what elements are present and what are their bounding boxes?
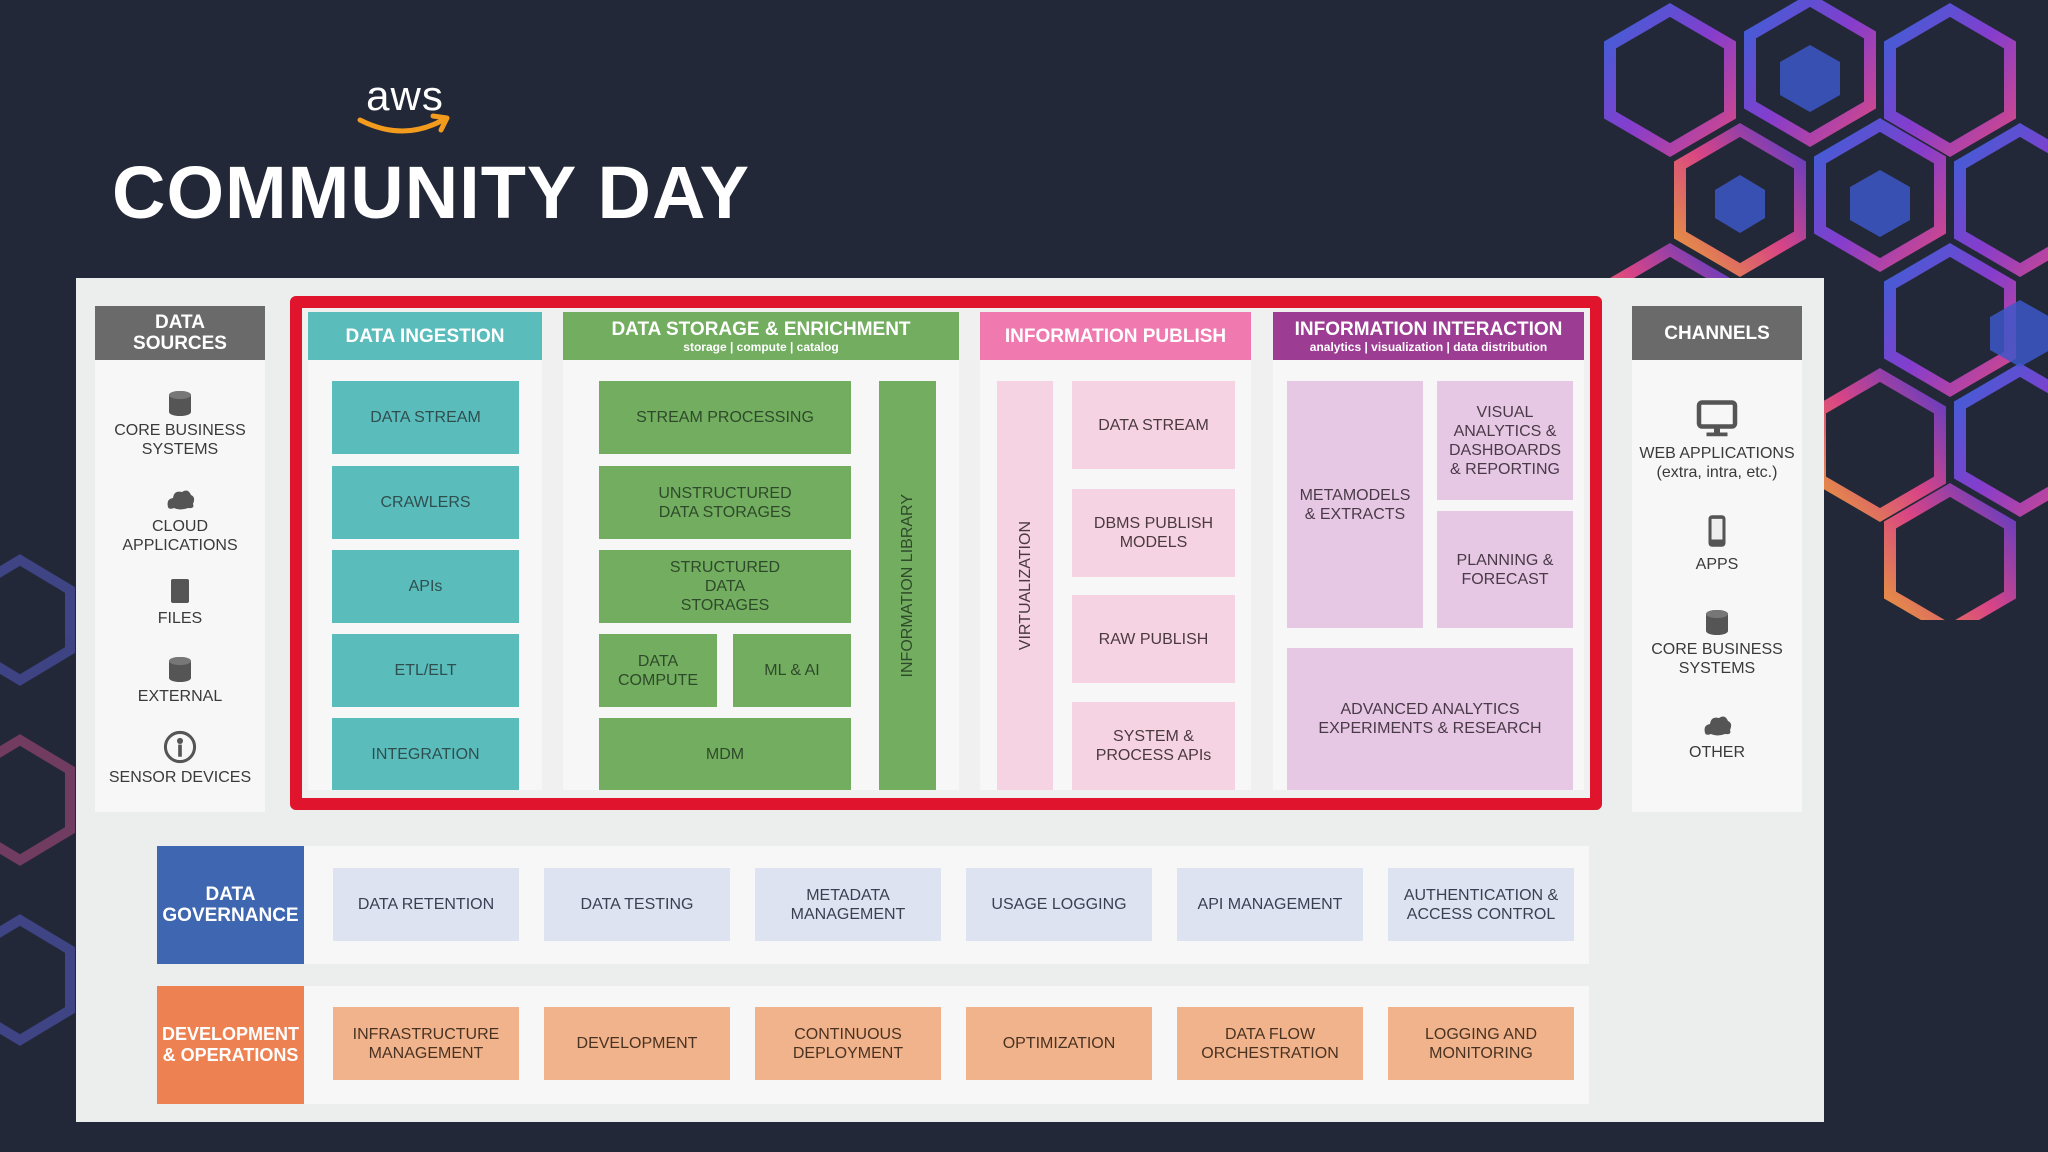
governance-item: DATA RETENTION (333, 868, 519, 941)
interaction-metamodels: METAMODELS & EXTRACTS (1287, 381, 1423, 628)
phone-icon (1708, 514, 1726, 547)
sensor-icon (163, 730, 197, 763)
interaction-planning: PLANNING & FORECAST (1437, 511, 1573, 628)
source-external: EXTERNAL (95, 652, 265, 708)
hexagon-pattern-decoration (1604, 0, 2048, 620)
publish-item: DATA STREAM (1072, 381, 1235, 469)
aws-smile-icon (357, 113, 450, 134)
aws-logo: aws (355, 72, 455, 142)
ingestion-item: INTEGRATION (332, 718, 519, 790)
source-label: CLOUD APPLICATIONS (122, 518, 238, 554)
hexagon-pattern-decoration-left (0, 554, 75, 1046)
monitor-icon (1696, 400, 1738, 437)
ingestion-item: CRAWLERS (332, 466, 519, 539)
storage-data-compute: DATA COMPUTE (599, 634, 717, 707)
page-title: COMMUNITY DAY (112, 151, 750, 234)
information-library-label: INFORMATION LIBRARY (899, 493, 916, 678)
storage-title: DATA STORAGE & ENRICHMENT (611, 318, 911, 340)
channel-apps: APPS (1632, 508, 1802, 576)
channel-label: CORE BUSINESS SYSTEMS (1651, 641, 1783, 677)
ingestion-item: ETL/ELT (332, 634, 519, 707)
ingestion-item: DATA STREAM (332, 381, 519, 454)
storage-subtitle: storage | compute | catalog (683, 339, 839, 354)
publish-virtualization: VIRTUALIZATION (997, 381, 1053, 790)
source-cloud-applications: CLOUD APPLICATIONS (95, 482, 265, 558)
governance-item: USAGE LOGGING (966, 868, 1152, 941)
data-sources-title: DATA SOURCES (95, 306, 265, 360)
source-label: FILES (157, 609, 203, 627)
database-icon (169, 391, 191, 416)
devops-item: OPTIMIZATION (966, 1007, 1152, 1080)
governance-item: AUTHENTICATION & ACCESS CONTROL (1388, 868, 1574, 941)
devops-item: LOGGING AND MONITORING (1388, 1007, 1574, 1080)
database-icon (169, 656, 191, 682)
cloud-icon (167, 490, 195, 510)
storage-mdm: MDM (599, 718, 851, 790)
ingestion-title: DATA INGESTION (308, 312, 542, 360)
storage-header: DATA STORAGE & ENRICHMENT storage | comp… (563, 312, 959, 360)
source-files: FILES (95, 574, 265, 630)
devops-item: CONTINUOUS DEPLOYMENT (755, 1007, 941, 1080)
storage-stream-processing: STREAM PROCESSING (599, 381, 851, 454)
channel-label: WEB APPLICATIONS (1639, 445, 1795, 462)
source-label: CORE BUSINESS SYSTEMS (114, 422, 246, 458)
devops-item: INFRASTRUCTURE MANAGEMENT (333, 1007, 519, 1080)
interaction-header: INFORMATION INTERACTION analytics | visu… (1273, 312, 1584, 360)
publish-item: RAW PUBLISH (1072, 595, 1235, 683)
interaction-subtitle: analytics | visualization | data distrib… (1309, 339, 1548, 354)
devops-item: DEVELOPMENT (544, 1007, 730, 1080)
ingestion-item: APIs (332, 550, 519, 623)
source-core-business-systems: CORE BUSINESS SYSTEMS (95, 386, 265, 462)
storage-ml-ai: ML & AI (733, 634, 851, 707)
interaction-visual-analytics: VISUAL ANALYTICS & DASHBOARDS & REPORTIN… (1437, 381, 1573, 500)
storage-unstructured: UNSTRUCTURED DATA STORAGES (599, 466, 851, 539)
channel-other: OTHER (1632, 706, 1802, 766)
interaction-advanced-analytics: ADVANCED ANALYTICS EXPERIMENTS & RESEARC… (1287, 648, 1573, 790)
source-label: EXTERNAL (137, 687, 223, 705)
file-icon (171, 578, 189, 603)
governance-item: API MANAGEMENT (1177, 868, 1363, 941)
cloud-icon (1704, 716, 1732, 735)
source-sensor-devices: SENSOR DEVICES (95, 716, 265, 800)
publish-item: DBMS PUBLISH MODELS (1072, 489, 1235, 577)
database-icon (1706, 610, 1728, 635)
interaction-title: INFORMATION INTERACTION (1294, 318, 1563, 340)
channel-label: APPS (1695, 555, 1739, 573)
source-label: SENSOR DEVICES (108, 768, 252, 786)
devops-item: DATA FLOW ORCHESTRATION (1177, 1007, 1363, 1080)
publish-title: INFORMATION PUBLISH (980, 312, 1251, 360)
storage-information-library: INFORMATION LIBRARY (879, 381, 936, 790)
storage-structured: STRUCTURED DATA STORAGES (599, 550, 851, 623)
governance-title: DATA GOVERNANCE (157, 846, 304, 964)
channel-label: OTHER (1689, 743, 1745, 761)
publish-item: SYSTEM & PROCESS APIs (1072, 702, 1235, 790)
channels-title: CHANNELS (1632, 306, 1802, 360)
channel-web-applications: WEB APPLICATIONS (extra, intra, etc.) (1632, 384, 1802, 496)
governance-item: METADATA MANAGEMENT (755, 868, 941, 941)
governance-item: DATA TESTING (544, 868, 730, 941)
virtualization-label: VIRTUALIZATION (1016, 520, 1034, 651)
data-sources-panel (95, 306, 265, 812)
channel-note: (extra, intra, etc.) (1656, 464, 1778, 481)
aws-wordmark: aws (366, 72, 444, 119)
devops-title: DEVELOPMENT & OPERATIONS (157, 986, 304, 1104)
channel-core-business-systems: CORE BUSINESS SYSTEMS (1632, 604, 1802, 682)
